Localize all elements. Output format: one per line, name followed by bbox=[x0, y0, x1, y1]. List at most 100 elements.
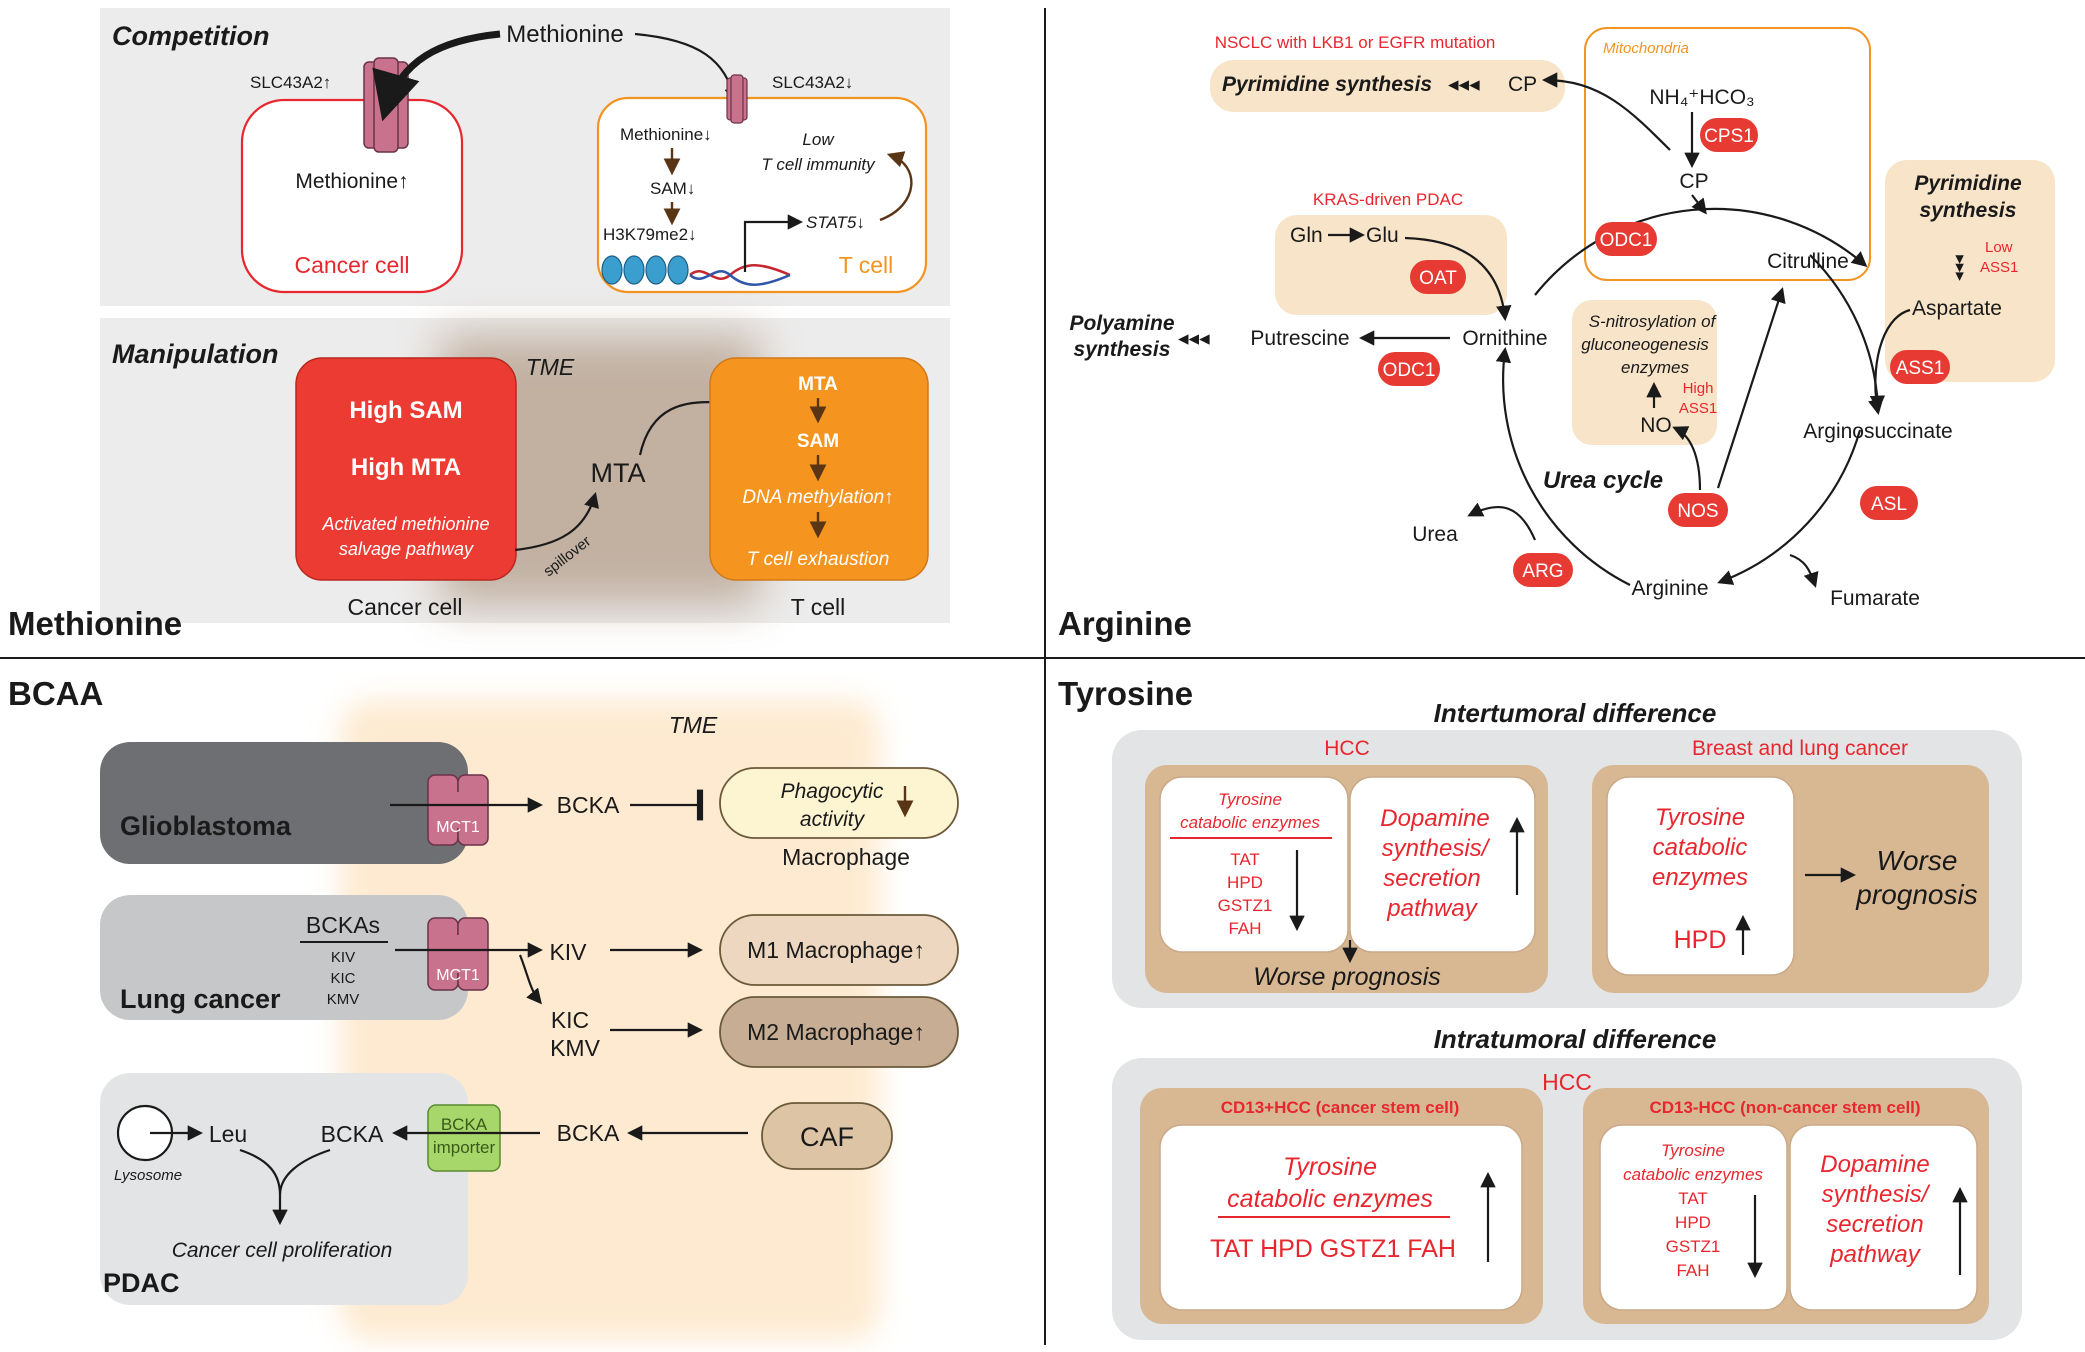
kiv-label: KIV bbox=[331, 949, 355, 966]
mct1-label-1: MCT1 bbox=[436, 819, 480, 836]
high-label: High bbox=[1683, 380, 1714, 397]
dop2: synthesis/ bbox=[1382, 835, 1491, 862]
dop5: Dopamine bbox=[1820, 1151, 1929, 1178]
low-t-immunity: T cell immunity bbox=[761, 155, 876, 174]
nos-to-citrulline-arrow bbox=[1716, 287, 1786, 489]
tme-bg bbox=[340, 700, 880, 1340]
methionine-panel: Competition Manipulation Cancer cell Met… bbox=[8, 8, 950, 642]
glioblastoma-label: Glioblastoma bbox=[120, 811, 292, 841]
aspartate-arrow bbox=[1868, 308, 1911, 416]
ass1-pill bbox=[1890, 350, 1950, 384]
t-cell-membrane bbox=[596, 96, 928, 294]
kras-label: KRAS-driven PDAC bbox=[1313, 190, 1463, 209]
tme-label-met: TME bbox=[526, 354, 575, 380]
cps1-label: CPS1 bbox=[1704, 126, 1754, 147]
putrescine: Putrescine bbox=[1250, 327, 1349, 350]
nh4-hco3: NH₄⁺HCO₃ bbox=[1649, 86, 1754, 109]
urea-cycle-circle bbox=[1534, 207, 1868, 296]
argininosuccinate: Arginosuccinate bbox=[1803, 420, 1952, 443]
arg-label: ARG bbox=[1522, 561, 1563, 582]
t-sam: SAM bbox=[797, 431, 839, 452]
intertumoral-heading: Intertumoral difference bbox=[1434, 698, 1717, 728]
cancer-cell-membrane bbox=[240, 98, 464, 294]
odc1-top-label: ODC1 bbox=[1600, 230, 1653, 251]
stat5-down: STAT5↓ bbox=[806, 213, 865, 232]
mct1-transporter-2 bbox=[427, 917, 489, 991]
caf-label: CAF bbox=[800, 1122, 854, 1152]
manipulation-heading: Manipulation bbox=[112, 339, 278, 369]
cancer-proliferation: Cancer cell proliferation bbox=[172, 1239, 393, 1262]
stat5-feedback-arrow bbox=[879, 151, 913, 222]
fumarate: Fumarate bbox=[1830, 587, 1920, 610]
tce2-b: catabolic bbox=[1653, 834, 1748, 861]
cancer-cell-caption: Cancer cell bbox=[347, 594, 462, 620]
methionine-title: Methionine bbox=[8, 605, 182, 642]
dop6: synthesis/ bbox=[1822, 1181, 1931, 1208]
low-label-arg: Low bbox=[1985, 239, 2013, 256]
methionine-uptake-arrow-cancer bbox=[372, 30, 501, 122]
h3k79me2-down: H3K79me2↓ bbox=[603, 225, 697, 244]
arg-pill bbox=[1513, 553, 1573, 587]
methionine-top-label: Methionine bbox=[506, 21, 623, 48]
nos-to-no-arrow bbox=[1672, 426, 1702, 491]
intratumoral-heading: Intratumoral difference bbox=[1434, 1024, 1717, 1054]
m2-macrophage: M2 Macrophage↑ bbox=[747, 1019, 925, 1045]
bcaa-title: BCAA bbox=[8, 675, 103, 712]
polyamine-2: synthesis bbox=[1074, 338, 1171, 361]
slc43a2-transporter-tcell bbox=[726, 74, 748, 124]
leu: Leu bbox=[209, 1121, 247, 1147]
t-methionine-down: Methionine↓ bbox=[620, 125, 712, 144]
fah-1: FAH bbox=[1228, 919, 1261, 938]
cp-top: CP bbox=[1508, 73, 1537, 96]
tce-box-1 bbox=[1159, 776, 1349, 953]
tyrosine-title: Tyrosine bbox=[1058, 675, 1193, 712]
tce1-b: catabolic enzymes bbox=[1180, 813, 1320, 832]
dop1: Dopamine bbox=[1380, 805, 1489, 832]
kmv-2: KMV bbox=[550, 1035, 601, 1061]
bcka-1: BCKA bbox=[557, 792, 620, 818]
tce3-c: TAT HPD GSTZ1 FAH bbox=[1210, 1235, 1456, 1263]
cps1-pill bbox=[1700, 118, 1758, 152]
no-label: NO bbox=[1640, 414, 1672, 437]
bcka-importer bbox=[427, 1104, 501, 1172]
slc43a2-up-label: SLC43A2↑ bbox=[250, 73, 331, 92]
bcka-3: BCKA bbox=[557, 1120, 620, 1146]
urea-cycle-bottom bbox=[1717, 429, 1862, 585]
leu-bcka-merge bbox=[239, 1148, 331, 1222]
high-mta: High MTA bbox=[351, 454, 461, 481]
odc1-pill bbox=[1378, 352, 1440, 386]
ornithine: Ornithine bbox=[1462, 327, 1547, 350]
cd13p-label: CD13+HCC (cancer stem cell) bbox=[1221, 1098, 1460, 1117]
cp-mito: CP bbox=[1679, 170, 1708, 193]
hpd-4: HPD bbox=[1675, 1213, 1711, 1232]
pyr-right-2: synthesis bbox=[1920, 199, 2017, 222]
nos-pill bbox=[1668, 493, 1728, 527]
high-sam: High SAM bbox=[349, 397, 462, 424]
tce4-b: catabolic enzymes bbox=[1623, 1165, 1763, 1184]
pdac-label: PDAC bbox=[103, 1268, 180, 1298]
sam-down: SAM↓ bbox=[650, 179, 695, 198]
ass1-label: ASS1 bbox=[1896, 358, 1945, 379]
hpd-2: HPD bbox=[1674, 926, 1727, 954]
urea-out-arrow bbox=[1467, 502, 1537, 541]
polyamine-1: Polyamine bbox=[1069, 312, 1174, 335]
tce1-a: Tyrosine bbox=[1218, 790, 1282, 809]
pyrimidine-synthesis-top: Pyrimidine synthesis bbox=[1222, 73, 1432, 96]
bcka-2: BCKA bbox=[321, 1121, 384, 1147]
cancer-cell-high-sam bbox=[295, 357, 517, 581]
pyrimidine-box-right bbox=[1885, 160, 2055, 382]
dna-strand-2 bbox=[689, 270, 791, 286]
mct1-transporter-1 bbox=[427, 774, 489, 846]
worse-2a: Worse bbox=[1877, 845, 1958, 876]
lung-to-kic-arrow bbox=[518, 954, 542, 1005]
mta-label: MTA bbox=[591, 458, 646, 488]
cd13n-label: CD13-HCC (non-cancer stem cell) bbox=[1649, 1098, 1920, 1117]
odc1-label: ODC1 bbox=[1383, 360, 1436, 381]
bckas-label: BCKAs bbox=[306, 912, 380, 938]
dop8: pathway bbox=[1829, 1241, 1921, 1268]
competition-heading: Competition bbox=[112, 21, 269, 51]
cancer-methionine-up: Methionine↑ bbox=[295, 170, 408, 193]
glu: Glu bbox=[1366, 224, 1399, 247]
asl-pill bbox=[1860, 486, 1918, 520]
glioblastoma-cell bbox=[100, 742, 468, 864]
